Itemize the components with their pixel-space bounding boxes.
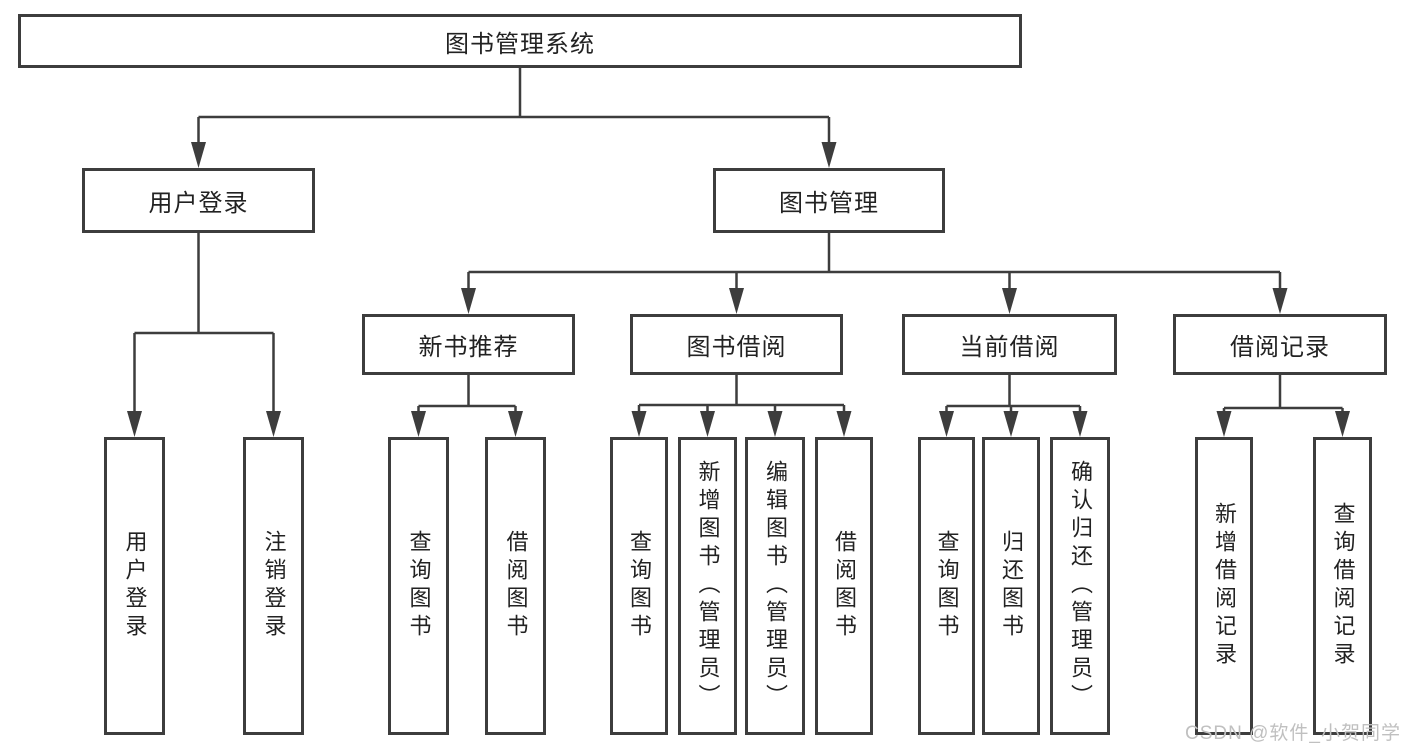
leaf-confirm-return-admin-label: 确认归还（管理员）: [1068, 460, 1093, 712]
node-current-borrowing: 当前借阅: [902, 314, 1117, 375]
leaf-add-borrow-record-label: 新增借阅记录: [1212, 502, 1237, 670]
leaf-confirm-return-admin: 确认归还（管理员）: [1050, 437, 1110, 735]
node-user-login: 用户登录: [82, 168, 315, 233]
node-root: 图书管理系统: [18, 14, 1022, 68]
leaf-borrow-books-recommend: 借阅图书: [485, 437, 546, 735]
leaf-user-login: 用户登录: [104, 437, 165, 735]
leaf-query-books-current: 查询图书: [918, 437, 975, 735]
leaf-logout-label: 注销登录: [261, 530, 287, 642]
leaf-logout: 注销登录: [243, 437, 304, 735]
node-new-book-recommend-label: 新书推荐: [418, 334, 519, 361]
node-book-management: 图书管理: [713, 168, 945, 233]
node-current-borrowing-label: 当前借阅: [959, 334, 1060, 361]
leaf-query-borrow-record: 查询借阅记录: [1313, 437, 1372, 735]
leaf-return-book: 归还图书: [982, 437, 1040, 735]
leaf-query-books-recommend: 查询图书: [388, 437, 449, 735]
node-book-borrowing: 图书借阅: [630, 314, 843, 375]
arrowhead-icons: [127, 142, 1350, 437]
node-book-borrowing-label: 图书借阅: [686, 334, 787, 361]
leaf-borrow-books-borrowing: 借阅图书: [815, 437, 873, 735]
leaf-query-borrow-record-label: 查询借阅记录: [1330, 502, 1356, 670]
watermark: CSDN @软件_小贺同学: [1185, 723, 1401, 744]
node-user-login-label: 用户登录: [148, 190, 249, 217]
leaf-user-login-label: 用户登录: [122, 530, 148, 642]
leaf-query-books-recommend-label: 查询图书: [406, 530, 432, 642]
node-borrowing-records-label: 借阅记录: [1230, 334, 1330, 361]
leaf-borrow-books-recommend-label: 借阅图书: [503, 530, 529, 642]
leaf-query-books-borrowing-label: 查询图书: [627, 530, 652, 642]
node-new-book-recommend: 新书推荐: [362, 314, 575, 375]
leaf-edit-book-admin: 编辑图书（管理员）: [745, 437, 805, 735]
leaf-borrow-books-borrowing-label: 借阅图书: [832, 530, 857, 642]
node-borrowing-records: 借阅记录: [1173, 314, 1387, 375]
leaf-query-books-current-label: 查询图书: [934, 530, 960, 642]
leaf-add-book-admin: 新增图书（管理员）: [678, 437, 737, 735]
node-root-label: 图书管理系统: [445, 30, 595, 58]
leaf-query-books-borrowing: 查询图书: [610, 437, 668, 735]
node-book-management-label: 图书管理: [779, 190, 879, 217]
leaf-edit-book-admin-label: 编辑图书（管理员）: [763, 460, 788, 712]
leaf-add-borrow-record: 新增借阅记录: [1195, 437, 1253, 735]
leaf-return-book-label: 归还图书: [999, 530, 1024, 642]
leaf-add-book-admin-label: 新增图书（管理员）: [695, 460, 721, 712]
